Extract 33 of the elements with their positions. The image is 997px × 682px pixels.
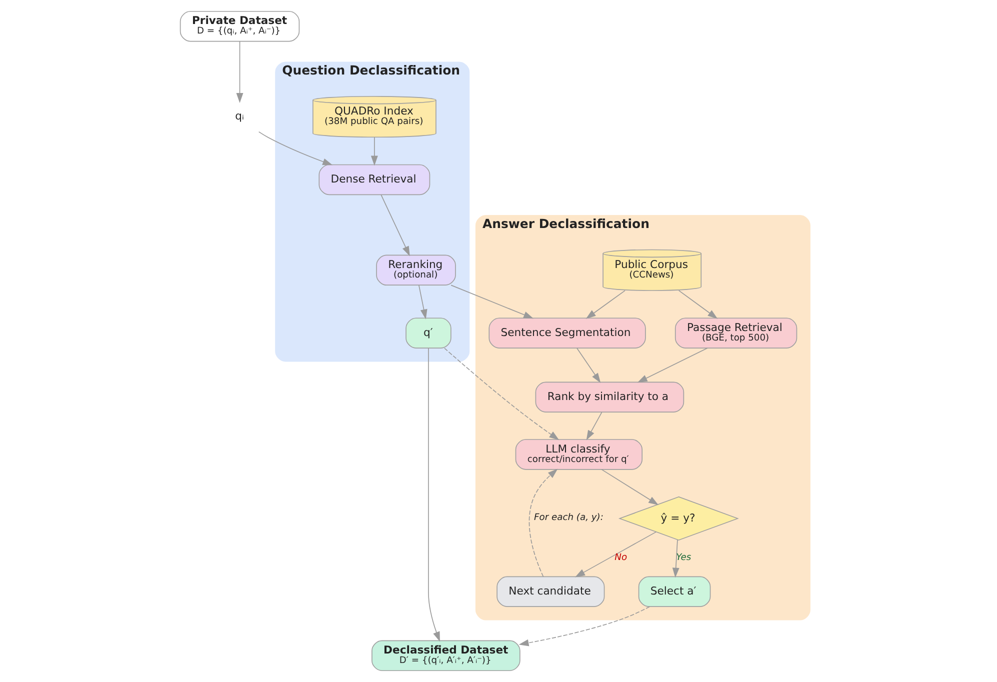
arrow (678, 290, 718, 319)
arrow (575, 532, 656, 578)
node-box: Reranking (optional) (376, 254, 456, 286)
node-box: Passage Retrieval (BGE, top 500) (674, 318, 798, 348)
edge-label: No (614, 552, 628, 563)
arrow (444, 348, 560, 440)
arrow (518, 606, 650, 646)
edge-label: Yes (676, 552, 692, 563)
arrow (236, 41, 244, 103)
arrow (586, 290, 626, 319)
arrow (380, 194, 410, 256)
node-box: LLM classify correct/incorrect for q′ (515, 439, 643, 470)
node-box: Rank by similarity to a (535, 382, 684, 412)
node-box: Select a′ (638, 576, 711, 607)
node-box: Next candidate (496, 576, 605, 607)
node-box: Sentence Segmentation (488, 318, 646, 348)
arrow (637, 348, 708, 383)
node-box: q′ (406, 318, 452, 348)
arrow (601, 469, 659, 506)
arrow (576, 348, 601, 384)
arrow (418, 284, 428, 320)
arrow (672, 540, 680, 578)
node-box: Declassified Dataset D′ = {(q′ᵢ, A′ᵢ⁺, A′ᵢ⁻)} (372, 640, 520, 672)
arrow (258, 131, 333, 166)
edge-label: For each (a, y): (534, 512, 604, 523)
node-box: Dense Retrieval (318, 164, 430, 196)
arrow (428, 348, 440, 642)
arrow (450, 284, 534, 319)
arrow (528, 468, 558, 577)
node-text: qᵢ (235, 110, 244, 123)
node-box: Private Dataset D = {(qᵢ, Aᵢ⁺, Aᵢ⁻)} (180, 10, 300, 42)
arrow (370, 136, 378, 166)
arrow (586, 412, 602, 440)
